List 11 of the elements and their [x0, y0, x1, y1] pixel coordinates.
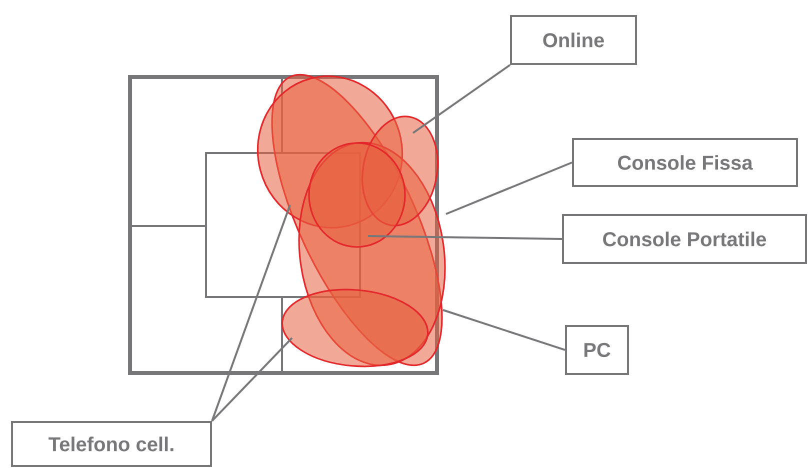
label-box: Online — [510, 15, 637, 65]
label-box: PC — [565, 324, 629, 375]
leader-line — [412, 64, 511, 134]
label-box: Console Fissa — [572, 138, 798, 187]
leader-line — [446, 162, 572, 215]
label-box: Telefono cell. — [11, 420, 212, 467]
label-box: Console Portatile — [562, 214, 807, 264]
leader-line — [442, 309, 566, 351]
leader-line — [211, 204, 291, 422]
leader-line — [211, 337, 293, 422]
leader-line — [368, 235, 562, 240]
